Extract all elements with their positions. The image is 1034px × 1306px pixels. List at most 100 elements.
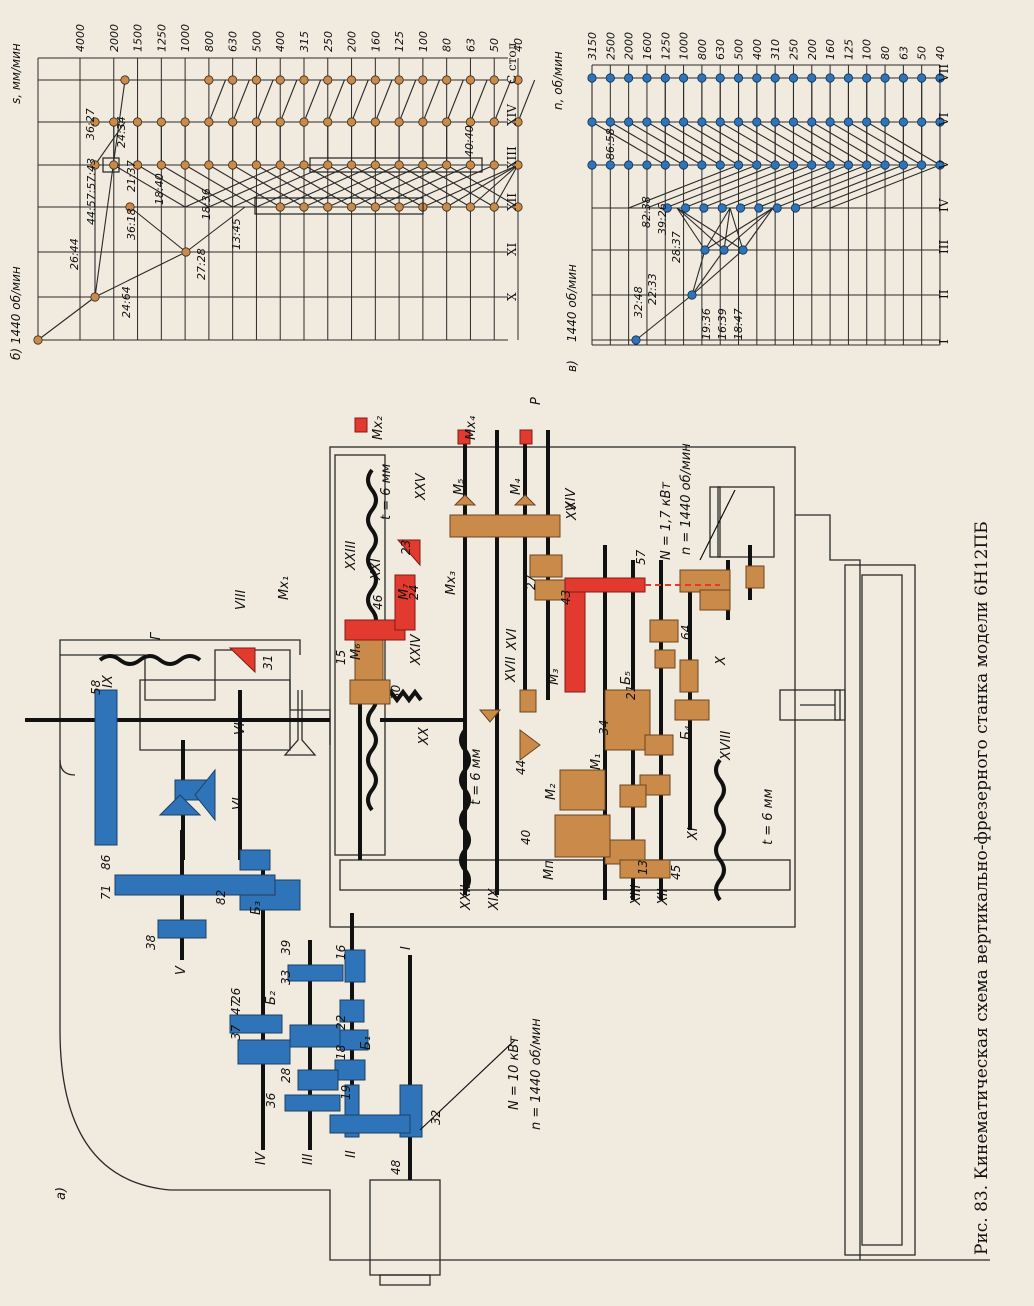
shaft-xxii-label: XXII bbox=[459, 884, 474, 911]
clutch-mx4-label: Mx₄ bbox=[464, 415, 479, 440]
input-speed-label: 1440 об/мин bbox=[565, 264, 579, 342]
feed-node-xiv-7 bbox=[251, 117, 262, 127]
block-b3-label: Б₃ bbox=[249, 901, 264, 915]
feed-node-out-8 bbox=[275, 75, 285, 85]
spindle-node-vii-6 bbox=[697, 73, 707, 83]
clutch-m7-label: M₇ bbox=[397, 583, 412, 600]
spindle-node-vii-13 bbox=[825, 73, 835, 83]
spindle-node-vi-15 bbox=[862, 117, 872, 127]
feed-node-xii-10 bbox=[323, 202, 333, 212]
feed-node-b bbox=[90, 160, 100, 170]
feed-node-xiii-18 bbox=[513, 160, 523, 170]
shaft-i-label: I bbox=[399, 946, 414, 950]
spindle-node-vii-7 bbox=[715, 73, 725, 83]
feed-shaft-0: X bbox=[505, 292, 519, 301]
spindle-node-v-16 bbox=[880, 160, 890, 170]
gear-g48-label: 48 bbox=[389, 1159, 403, 1175]
feed-node-xiii-10 bbox=[323, 160, 333, 170]
feed-node-xii-16 bbox=[465, 202, 476, 212]
block-b1-label: Б₁ bbox=[359, 1036, 374, 1050]
spindle-node-v-8 bbox=[733, 160, 744, 170]
spindle-node-vi-12 bbox=[807, 117, 817, 127]
feed-node-xiii-9 bbox=[299, 160, 309, 170]
block-b4-label: Б₄ bbox=[679, 725, 694, 740]
spindle-speed-63: 63 bbox=[897, 46, 910, 60]
feed-node-xiii-15 bbox=[442, 160, 452, 170]
shaft-xvi-label: XVI bbox=[505, 628, 520, 651]
spindle-speed-630: 630 bbox=[714, 39, 727, 60]
panel-c-label: в) bbox=[565, 360, 579, 372]
feed-node-xii-15 bbox=[442, 202, 452, 212]
spindle-gearbox bbox=[94, 689, 423, 1138]
clutch-m3-label: M₃ bbox=[547, 669, 562, 685]
feed-node-xiii-12 bbox=[370, 160, 380, 170]
spindle-speed-1250: 1250 bbox=[659, 32, 672, 60]
block-b2-label: Б₂ bbox=[264, 991, 279, 1005]
spindle-ratio-5: 28:37 bbox=[670, 231, 683, 263]
spindle-shaft-1: II bbox=[937, 289, 951, 299]
figure-caption: Рис. 83. Кинематическая схема вертикальн… bbox=[972, 521, 992, 1255]
spindle-node-iv-5 bbox=[680, 203, 691, 213]
feed-node-xi bbox=[181, 247, 191, 257]
shaft-xxv-label: XXV bbox=[414, 472, 429, 501]
rapid-traverse-drive bbox=[228, 417, 646, 693]
spindle-shaft-0: I bbox=[937, 339, 951, 344]
feed-speed-50: 50 bbox=[488, 38, 501, 52]
gear-g30-label: 30 bbox=[389, 684, 403, 700]
spindle-node-iii-1 bbox=[719, 245, 729, 255]
spindle-node-vii-18 bbox=[917, 73, 927, 83]
spindle-node-i bbox=[631, 335, 641, 345]
spindle-ratio-6: 39:26 bbox=[656, 203, 669, 235]
gear-g47-label: 47 bbox=[229, 999, 243, 1015]
feed-motor-power: N = 1,7 кВт bbox=[659, 482, 674, 560]
shaft-xiii-label: XIII bbox=[629, 884, 644, 906]
feed-shaft-1: XI bbox=[505, 242, 519, 256]
main-motor-speed: n = 1440 об/мин bbox=[529, 1018, 544, 1130]
feed-ratio-6: 21:37 bbox=[125, 160, 138, 192]
gear-g71-label: 71 bbox=[99, 885, 113, 900]
spindle-node-v-12 bbox=[807, 160, 817, 170]
feed-node-out-7 bbox=[251, 75, 262, 85]
spindle-node-vii-17 bbox=[898, 73, 908, 83]
spindle-shaft-4: V bbox=[937, 160, 951, 170]
spindle-node-vii-5 bbox=[678, 73, 689, 83]
spindle-shaft-5: VI bbox=[937, 112, 951, 127]
feed-gearbox bbox=[349, 494, 765, 879]
spindle-node-vii-8 bbox=[733, 73, 744, 83]
feed-shaft-3: XIII bbox=[505, 146, 519, 169]
shaft-viii-label: VIII bbox=[234, 589, 249, 610]
block-b5-label: Б₅ bbox=[619, 671, 634, 685]
gear-g15-label: 15 bbox=[334, 650, 348, 665]
spindle-node-v-7 bbox=[715, 160, 725, 170]
spindle-speed-160: 160 bbox=[824, 39, 837, 60]
feed-ratio-8: 27:28 bbox=[195, 248, 208, 280]
shaft-xviii-label: XVIII bbox=[719, 731, 734, 761]
spindle-node-v-15 bbox=[862, 160, 872, 170]
feed-node-xiv-8 bbox=[275, 117, 285, 127]
gear-g22-label: 22 bbox=[334, 1015, 348, 1030]
spindle-node-vii-4 bbox=[660, 73, 670, 83]
feed-node-xiv-16 bbox=[465, 117, 476, 127]
feed-node-out-16 bbox=[465, 75, 476, 85]
gear-g19-label: 19 bbox=[339, 1085, 353, 1100]
feed-node-c bbox=[125, 202, 135, 212]
spindle-node-v-9 bbox=[752, 160, 762, 170]
gear-g40-label: 40 bbox=[519, 829, 533, 845]
spindle-node-vii-1 bbox=[605, 73, 615, 83]
spindle-node-vi-3 bbox=[642, 117, 652, 127]
spindle-node-iv-11 bbox=[790, 203, 801, 213]
feed-node-xii-9 bbox=[299, 202, 309, 212]
spindle-node-iii-2 bbox=[738, 245, 748, 255]
feed-speed-100: 100 bbox=[417, 31, 430, 52]
feed-node-xiv-15 bbox=[442, 117, 452, 127]
feed-node-xiv-2 bbox=[132, 117, 143, 127]
feed-ratio-9: 18:36 bbox=[200, 188, 213, 220]
spindle-speed-200: 200 bbox=[806, 39, 819, 60]
shaft-xxiv-label: XXIV bbox=[409, 633, 424, 666]
spindle-speed-250: 250 bbox=[787, 39, 800, 60]
gear-g34-label: 34 bbox=[597, 720, 611, 735]
gear-g82-label: 82 bbox=[214, 890, 228, 905]
gear-g23-label: 23 bbox=[399, 540, 413, 555]
shaft-xix-label: XIX bbox=[487, 887, 502, 911]
feed-speed-400: 400 bbox=[274, 31, 287, 52]
